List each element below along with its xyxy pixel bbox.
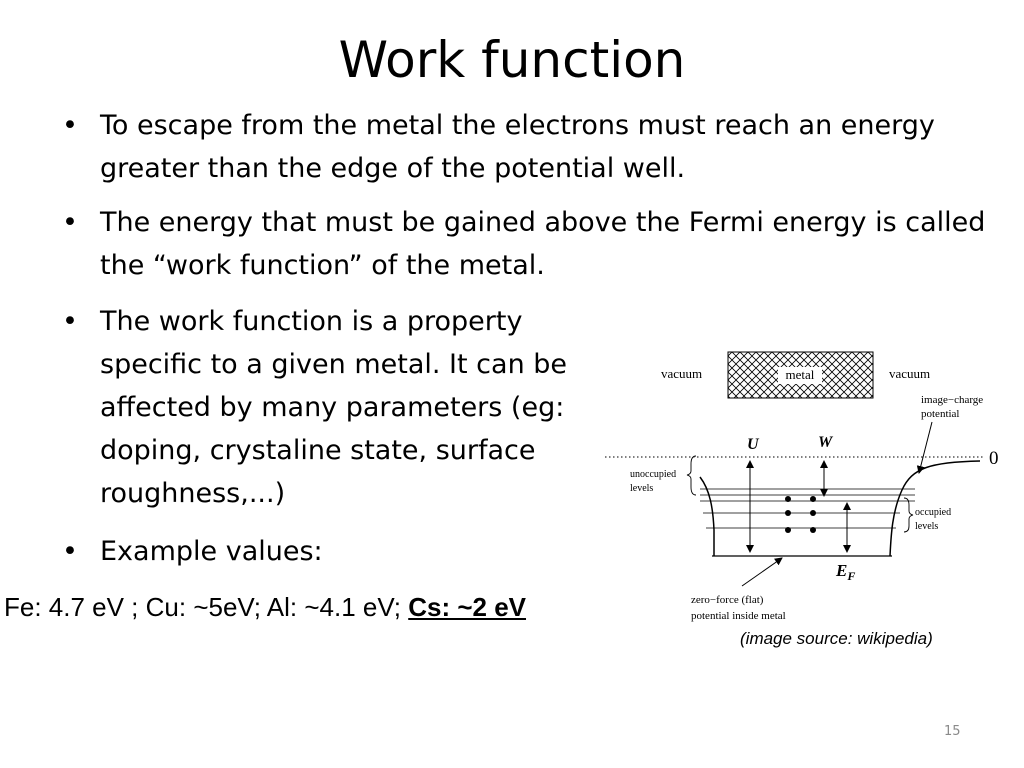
bullet-text: To escape from the metal the electrons m… [100,110,935,184]
metal-label-background [778,367,822,384]
example-value-cesium: Cs: ~2 eV [408,592,527,622]
zero-force-label-line1: zero−force (flat) [691,594,764,606]
slide-page-number: 15 [944,724,961,739]
bullet-work-function-definition: • The energy that must be gained above t… [62,201,992,287]
work-function-diagram: vacuum metal vacuum image−charge potenti… [605,351,999,622]
bullet-example-values: • Example values: [62,530,462,573]
occupied-levels-label-line1: occupied [915,507,951,518]
U-label: U [747,436,760,453]
electron-dot [785,510,791,516]
example-values-plain: Fe: 4.7 eV ; Cu: ~5eV; Al: ~4.1 eV; [4,592,409,622]
zero-force-label-line2: potential inside metal [691,610,786,622]
bullet-metal-property: • The work function is a property specif… [62,300,602,515]
image-charge-pointer-arrow [916,421,933,474]
potential-well-right-wall [889,460,981,557]
W-label: W [818,434,834,451]
electron-dot [810,527,816,533]
bullet-text: The energy that must be gained above the… [100,207,986,281]
slide-title: Work function [338,31,686,89]
bullet-dot: • [62,306,78,337]
fermi-energy-label: EF [835,561,855,583]
image-charge-label-line1: image−charge [921,394,983,406]
unoccupied-levels-label-line2: levels [630,483,653,494]
potential-well-left-wall [699,476,715,556]
image-charge-label-line2: potential [921,408,960,420]
bullet-dot: • [62,536,78,567]
metal-label: metal [786,367,815,382]
zero-level-label: 0 [989,448,999,469]
bullet-dot: • [62,110,78,141]
zero-force-pointer-arrow [741,557,783,587]
bullet-text: Example values: [100,536,323,567]
unoccupied-levels-label-line1: unoccupied [630,469,676,480]
example-values-line: Fe: 4.7 eV ; Cu: ~5eV; Al: ~4.1 eV; Cs: … [4,590,526,624]
unoccupied-levels-brace [686,455,697,496]
electron-dot [785,496,791,502]
electron-dot [810,496,816,502]
electron-dot [785,527,791,533]
bullet-escape-energy: • To escape from the metal the electrons… [62,104,962,190]
bullet-dot: • [62,207,78,238]
electron-dot [810,510,816,516]
vacuum-left-label: vacuum [661,366,702,381]
occupied-levels-brace [903,497,914,533]
image-source-caption: (image source: wikipedia) [740,629,933,648]
occupied-levels-label-line2: levels [915,521,938,532]
bullet-text: The work function is a property specific… [100,306,568,509]
vacuum-right-label: vacuum [889,366,930,381]
